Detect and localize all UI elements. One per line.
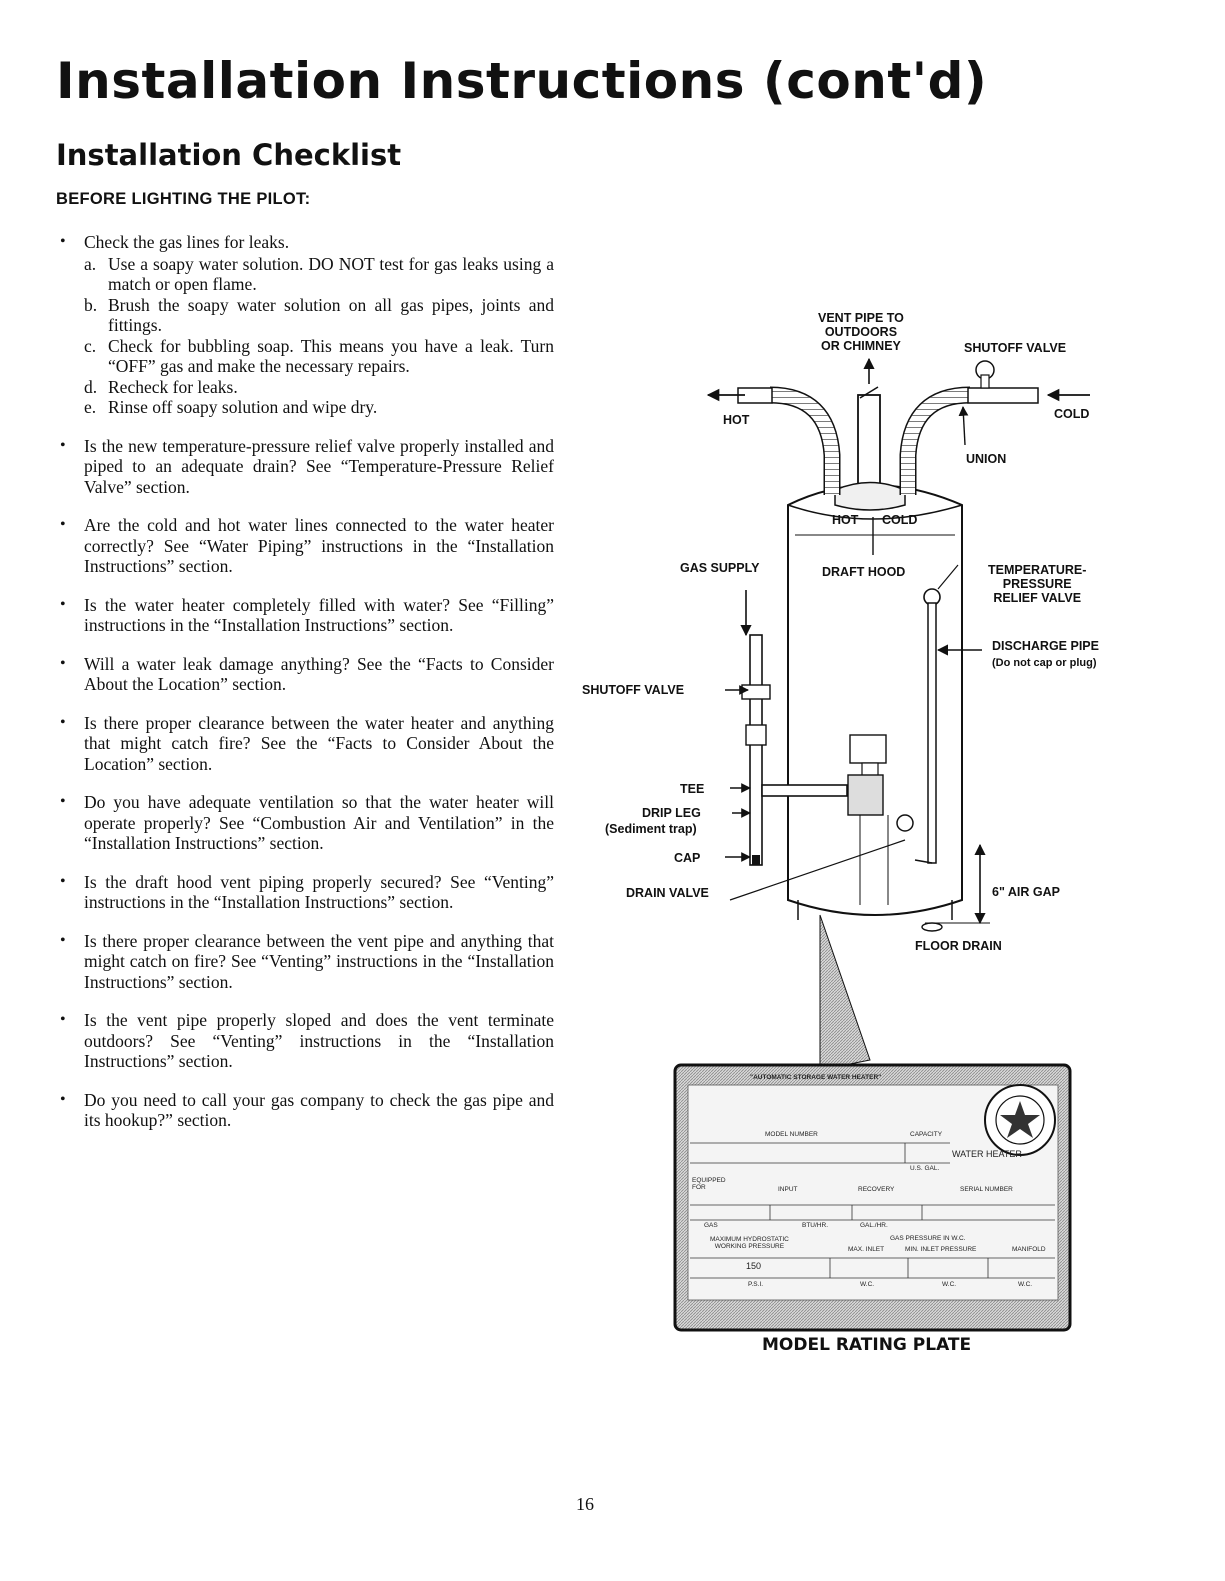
plate-max-inlet: MAX. INLET [848, 1246, 885, 1253]
before-lighting-heading: BEFORE LIGHTING THE PILOT: [56, 190, 311, 208]
relief-valve [914, 564, 982, 864]
tee-label: TEE [680, 782, 705, 796]
plate-btu-hr: BTU/HR. [802, 1222, 828, 1229]
cold-label: COLD [1054, 407, 1090, 421]
checklist-subitem: a. Use a soapy water solution. DO NOT tes… [84, 254, 554, 295]
subitem-letter: d. [84, 376, 98, 397]
plate-min-inlet: MIN. INLET PRESSURE [905, 1246, 977, 1253]
vent-pipe-label: VENT PIPE TO OUTDOORS OR CHIMNEY [818, 311, 904, 353]
checklist-subitem: c. Check for bubbling soap. This means yo… [84, 336, 554, 377]
page-number: 16 [576, 1494, 594, 1514]
gas-control [847, 734, 889, 905]
subitem-letter: e. [84, 397, 97, 417]
air-gap-label: 6" AIR GAP [992, 885, 1060, 899]
shutoff-valve-left-label: SHUTOFF VALVE [582, 683, 685, 697]
discharge-pipe-label: DISCHARGE PIPE [992, 639, 1099, 653]
checklist-subitem: b. Brush the soapy water solution on all … [84, 295, 554, 336]
page-title: Installation Instructions (cont'd) [56, 52, 988, 110]
vent-pipe [834, 357, 906, 511]
checklist-item: Is there proper clearance between the ve… [58, 931, 554, 993]
plate-psi-value: 150 [746, 1261, 762, 1271]
checklist-subitem: d. Recheck for leaks. [84, 377, 554, 398]
plate-serial-number: SERIAL NUMBER [960, 1186, 1013, 1193]
checklist-item-text: Check the gas lines for leaks. [84, 232, 290, 252]
floor-drain-label: FLOOR DRAIN [915, 939, 1002, 953]
plate-header: "AUTOMATIC STORAGE WATER HEATER" [750, 1074, 882, 1081]
plate-manifold: MANIFOLD [1012, 1246, 1046, 1253]
installation-checklist: Check the gas lines for leaks. a. Use a s… [58, 232, 554, 1149]
plate-wc-2: W.C. [942, 1281, 957, 1288]
section-title: Installation Checklist [56, 138, 402, 172]
sediment-trap-label: (Sediment trap) [605, 822, 697, 836]
plate-max-hydrostatic: MAXIMUM HYDROSTATIC WORKING PRESSURE [710, 1236, 789, 1250]
checklist-item: Check the gas lines for leaks. a. Use a s… [58, 232, 554, 418]
tank-hot-label: HOT [832, 513, 859, 527]
water-heater-illustration [673, 357, 1090, 1332]
subitem-text: Recheck for leaks. [108, 376, 238, 397]
plate-wc-1: W.C. [860, 1281, 875, 1288]
union-label: UNION [966, 452, 1007, 466]
checklist-item: Is the water heater completely filled wi… [58, 595, 554, 636]
tp-relief-valve-label: TEMPERATURE- PRESSURE RELIEF VALVE [988, 563, 1087, 605]
subitem-text: Rinse off soapy solution and wipe dry. [108, 397, 378, 417]
plate-capacity: CAPACITY [910, 1131, 943, 1138]
plate-gas: GAS [704, 1222, 718, 1229]
checklist-item: Do you need to call your gas company to … [58, 1090, 554, 1131]
checklist-item: Is the new temperature-pressure relief v… [58, 436, 554, 498]
tank-cold-label: COLD [882, 513, 918, 527]
draft-hood-label: DRAFT HOOD [822, 565, 906, 579]
flex-connectors [737, 360, 1039, 495]
rating-plate-caption: MODEL RATING PLATE [762, 1335, 972, 1355]
subitem-letter: a. [84, 253, 97, 274]
gas-supply-label: GAS SUPPLY [680, 561, 760, 575]
certification-seal-icon [984, 1084, 1056, 1156]
checklist-item: Is the draft hood vent piping properly s… [58, 872, 554, 913]
gas-line [740, 590, 848, 866]
water-heater-diagram: VENT PIPE TO OUTDOORS OR CHIMNEY SHUTOFF… [570, 295, 1170, 1385]
subitem-text: Check for bubbling soap. This means you … [108, 335, 554, 377]
plate-equipped: EQUIPPED FOR [692, 1177, 726, 1191]
discharge-pipe-note: (Do not cap or plug) [992, 657, 1097, 669]
subitem-text: Brush the soapy water solution on all ga… [108, 294, 554, 336]
checklist-item: Do you have adequate ventilation so that… [58, 792, 554, 854]
plate-water-heater: WATER HEATER [952, 1149, 1022, 1159]
checklist-subitems: a. Use a soapy water solution. DO NOT tes… [84, 254, 554, 418]
plate-gal-hr: GAL./HR. [860, 1222, 888, 1229]
shutoff-valve-top-label: SHUTOFF VALVE [964, 341, 1067, 355]
checklist-item: Are the cold and hot water lines connect… [58, 515, 554, 577]
drain-valve-label: DRAIN VALVE [626, 886, 709, 900]
plate-wc-3: W.C. [1018, 1281, 1033, 1288]
plate-model-number: MODEL NUMBER [765, 1131, 818, 1138]
plate-input: INPUT [778, 1186, 798, 1193]
checklist-item: Is the vent pipe properly sloped and doe… [58, 1010, 554, 1072]
plate-recovery: RECOVERY [858, 1186, 895, 1193]
cap-label: CAP [674, 851, 701, 865]
checklist-item: Is there proper clearance between the wa… [58, 713, 554, 775]
drip-leg-label: DRIP LEG [642, 806, 701, 820]
subitem-letter: b. [84, 294, 98, 315]
subitem-letter: c. [84, 335, 97, 356]
subitem-text: Use a soapy water solution. DO NOT test … [108, 253, 554, 295]
checklist-item: Will a water leak damage anything? See t… [58, 654, 554, 695]
plate-us-gal: U.S. GAL. [910, 1165, 940, 1172]
hot-label: HOT [723, 413, 750, 427]
plate-gas-pressure: GAS PRESSURE IN W.C. [890, 1235, 966, 1242]
plate-psi: P.S.I. [748, 1281, 764, 1288]
checklist-subitem: e. Rinse off soapy solution and wipe dry. [84, 397, 554, 418]
